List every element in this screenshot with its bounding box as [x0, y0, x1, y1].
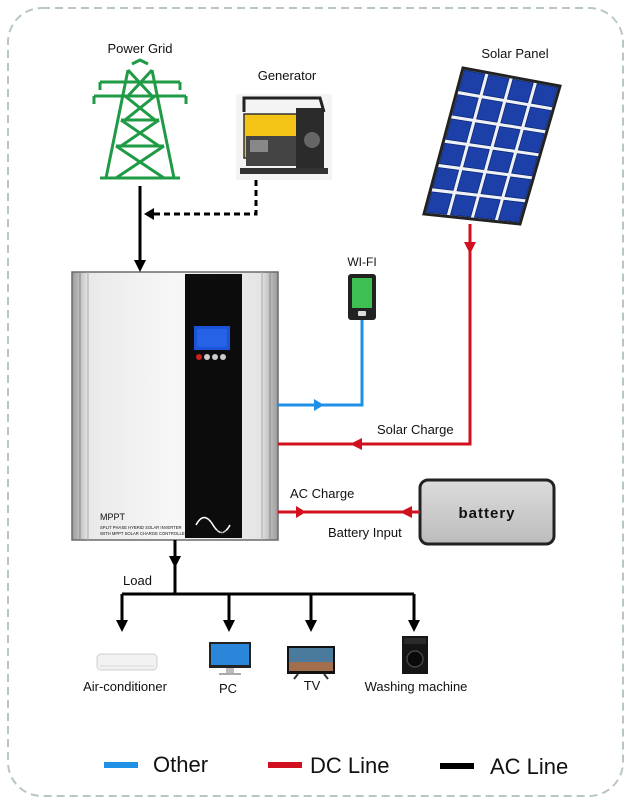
- sine-wave-icon: [195, 516, 231, 534]
- pc-icon: [209, 642, 251, 675]
- power-grid-label: Power Grid: [107, 41, 172, 56]
- solar-cell: [458, 69, 486, 95]
- legend-swatch-other: [104, 762, 138, 768]
- dc-arrowheads: [296, 242, 476, 518]
- inverter-panel-caption: PURE SINE WAVE INVERTER: [188, 530, 238, 534]
- inverter-model-line: SPLIT PHASE HYBRID SOLAR INVERTER: [100, 525, 182, 530]
- solar-charge-label: Solar Charge: [377, 422, 454, 437]
- tv-icon: [287, 646, 335, 680]
- solar-down-arrow-icon: [464, 242, 476, 254]
- inverter-button-gray-3: [220, 354, 226, 360]
- battery-box: battery: [418, 478, 556, 546]
- power-grid-tower-icon: [92, 58, 188, 180]
- legend: Other DC Line AC Line: [104, 752, 568, 779]
- load-main-arrow-icon: [169, 556, 181, 568]
- solar-cell: [487, 149, 514, 174]
- load-ac-arrow-icon: [116, 620, 128, 632]
- solar-cell: [497, 199, 525, 223]
- solar-cell: [476, 98, 503, 123]
- solar-cell: [511, 153, 539, 177]
- legend-label-dc-line: DC Line: [310, 753, 389, 778]
- wifi-module-icon: [348, 274, 376, 320]
- wifi-label: WI-FI: [347, 255, 376, 269]
- load-washer-arrow-icon: [408, 620, 420, 632]
- battery-input-label: Battery Input: [328, 525, 402, 540]
- inverter-controller-line: WITH MPPT SOLAR CHARGE CONTROLLER: [100, 531, 188, 536]
- solar-to-inverter-line: [278, 224, 472, 446]
- wifi-arrow-icon: [314, 399, 324, 411]
- generator-icon: [236, 94, 332, 180]
- legend-swatch-dc-line: [268, 762, 302, 768]
- ac-lines: [120, 180, 416, 622]
- solar-cell: [500, 102, 528, 127]
- load-label: Load: [123, 573, 152, 588]
- solar-cell: [449, 194, 477, 218]
- legend-label-ac-line: AC Line: [490, 754, 568, 779]
- solar-panel-label: Solar Panel: [481, 46, 548, 61]
- load-label-washing-machine: Washing machine: [365, 679, 468, 694]
- load-label-tv: TV: [304, 678, 321, 693]
- washing-machine-icon: [402, 636, 428, 674]
- solar-cell: [493, 126, 521, 150]
- inverter-button-gray-1: [204, 354, 210, 360]
- solar-cell: [473, 197, 501, 220]
- ac-charge-label: AC Charge: [290, 486, 354, 501]
- solar-cell: [438, 142, 466, 167]
- air-conditioner-icon: [96, 653, 158, 671]
- solar-cell: [480, 173, 508, 197]
- inverter-button-red: [196, 354, 202, 360]
- solar-charge-arrow-icon: [350, 438, 362, 450]
- solar-cell: [456, 170, 484, 194]
- solar-cell: [469, 122, 497, 147]
- load-tv-arrow-icon: [305, 620, 317, 632]
- grid-arrow-icon: [134, 260, 146, 272]
- inverter-brand: MPPT: [100, 512, 126, 522]
- solar-cell: [506, 78, 534, 104]
- solar-panel-icon: [422, 66, 562, 226]
- ac-charge-arrow-icon: [296, 506, 306, 518]
- inverter-unit: MPPT SPLIT PHASE HYBRID SOLAR INVERTER W…: [71, 271, 279, 541]
- battery-input-arrow-icon: [400, 506, 412, 518]
- load-label-air-conditioner: Air-conditioner: [83, 679, 167, 694]
- battery-label: battery: [458, 505, 515, 522]
- solar-cell: [425, 191, 453, 215]
- solar-cell: [463, 146, 490, 170]
- diagram-frame: [7, 7, 624, 797]
- ac-arrowheads: [116, 208, 420, 632]
- wifi-to-inverter-line: [278, 320, 364, 407]
- solar-cell: [482, 74, 510, 99]
- generator-arrow-icon: [144, 208, 154, 220]
- solar-cell: [531, 83, 559, 108]
- generator-to-grid-line: [152, 180, 258, 216]
- solar-cell: [445, 118, 473, 143]
- generator-label: Generator: [258, 68, 317, 83]
- inverter-button-gray-2: [212, 354, 218, 360]
- solar-cell: [524, 106, 552, 131]
- load-label-pc: PC: [219, 681, 237, 696]
- solar-cell: [451, 94, 479, 119]
- load-pc-arrow-icon: [223, 620, 235, 632]
- solar-cell: [517, 129, 545, 154]
- legend-label-other: Other: [153, 752, 208, 777]
- solar-cell: [432, 167, 460, 191]
- solar-cell: [504, 176, 532, 200]
- legend-swatch-ac-line: [440, 763, 474, 769]
